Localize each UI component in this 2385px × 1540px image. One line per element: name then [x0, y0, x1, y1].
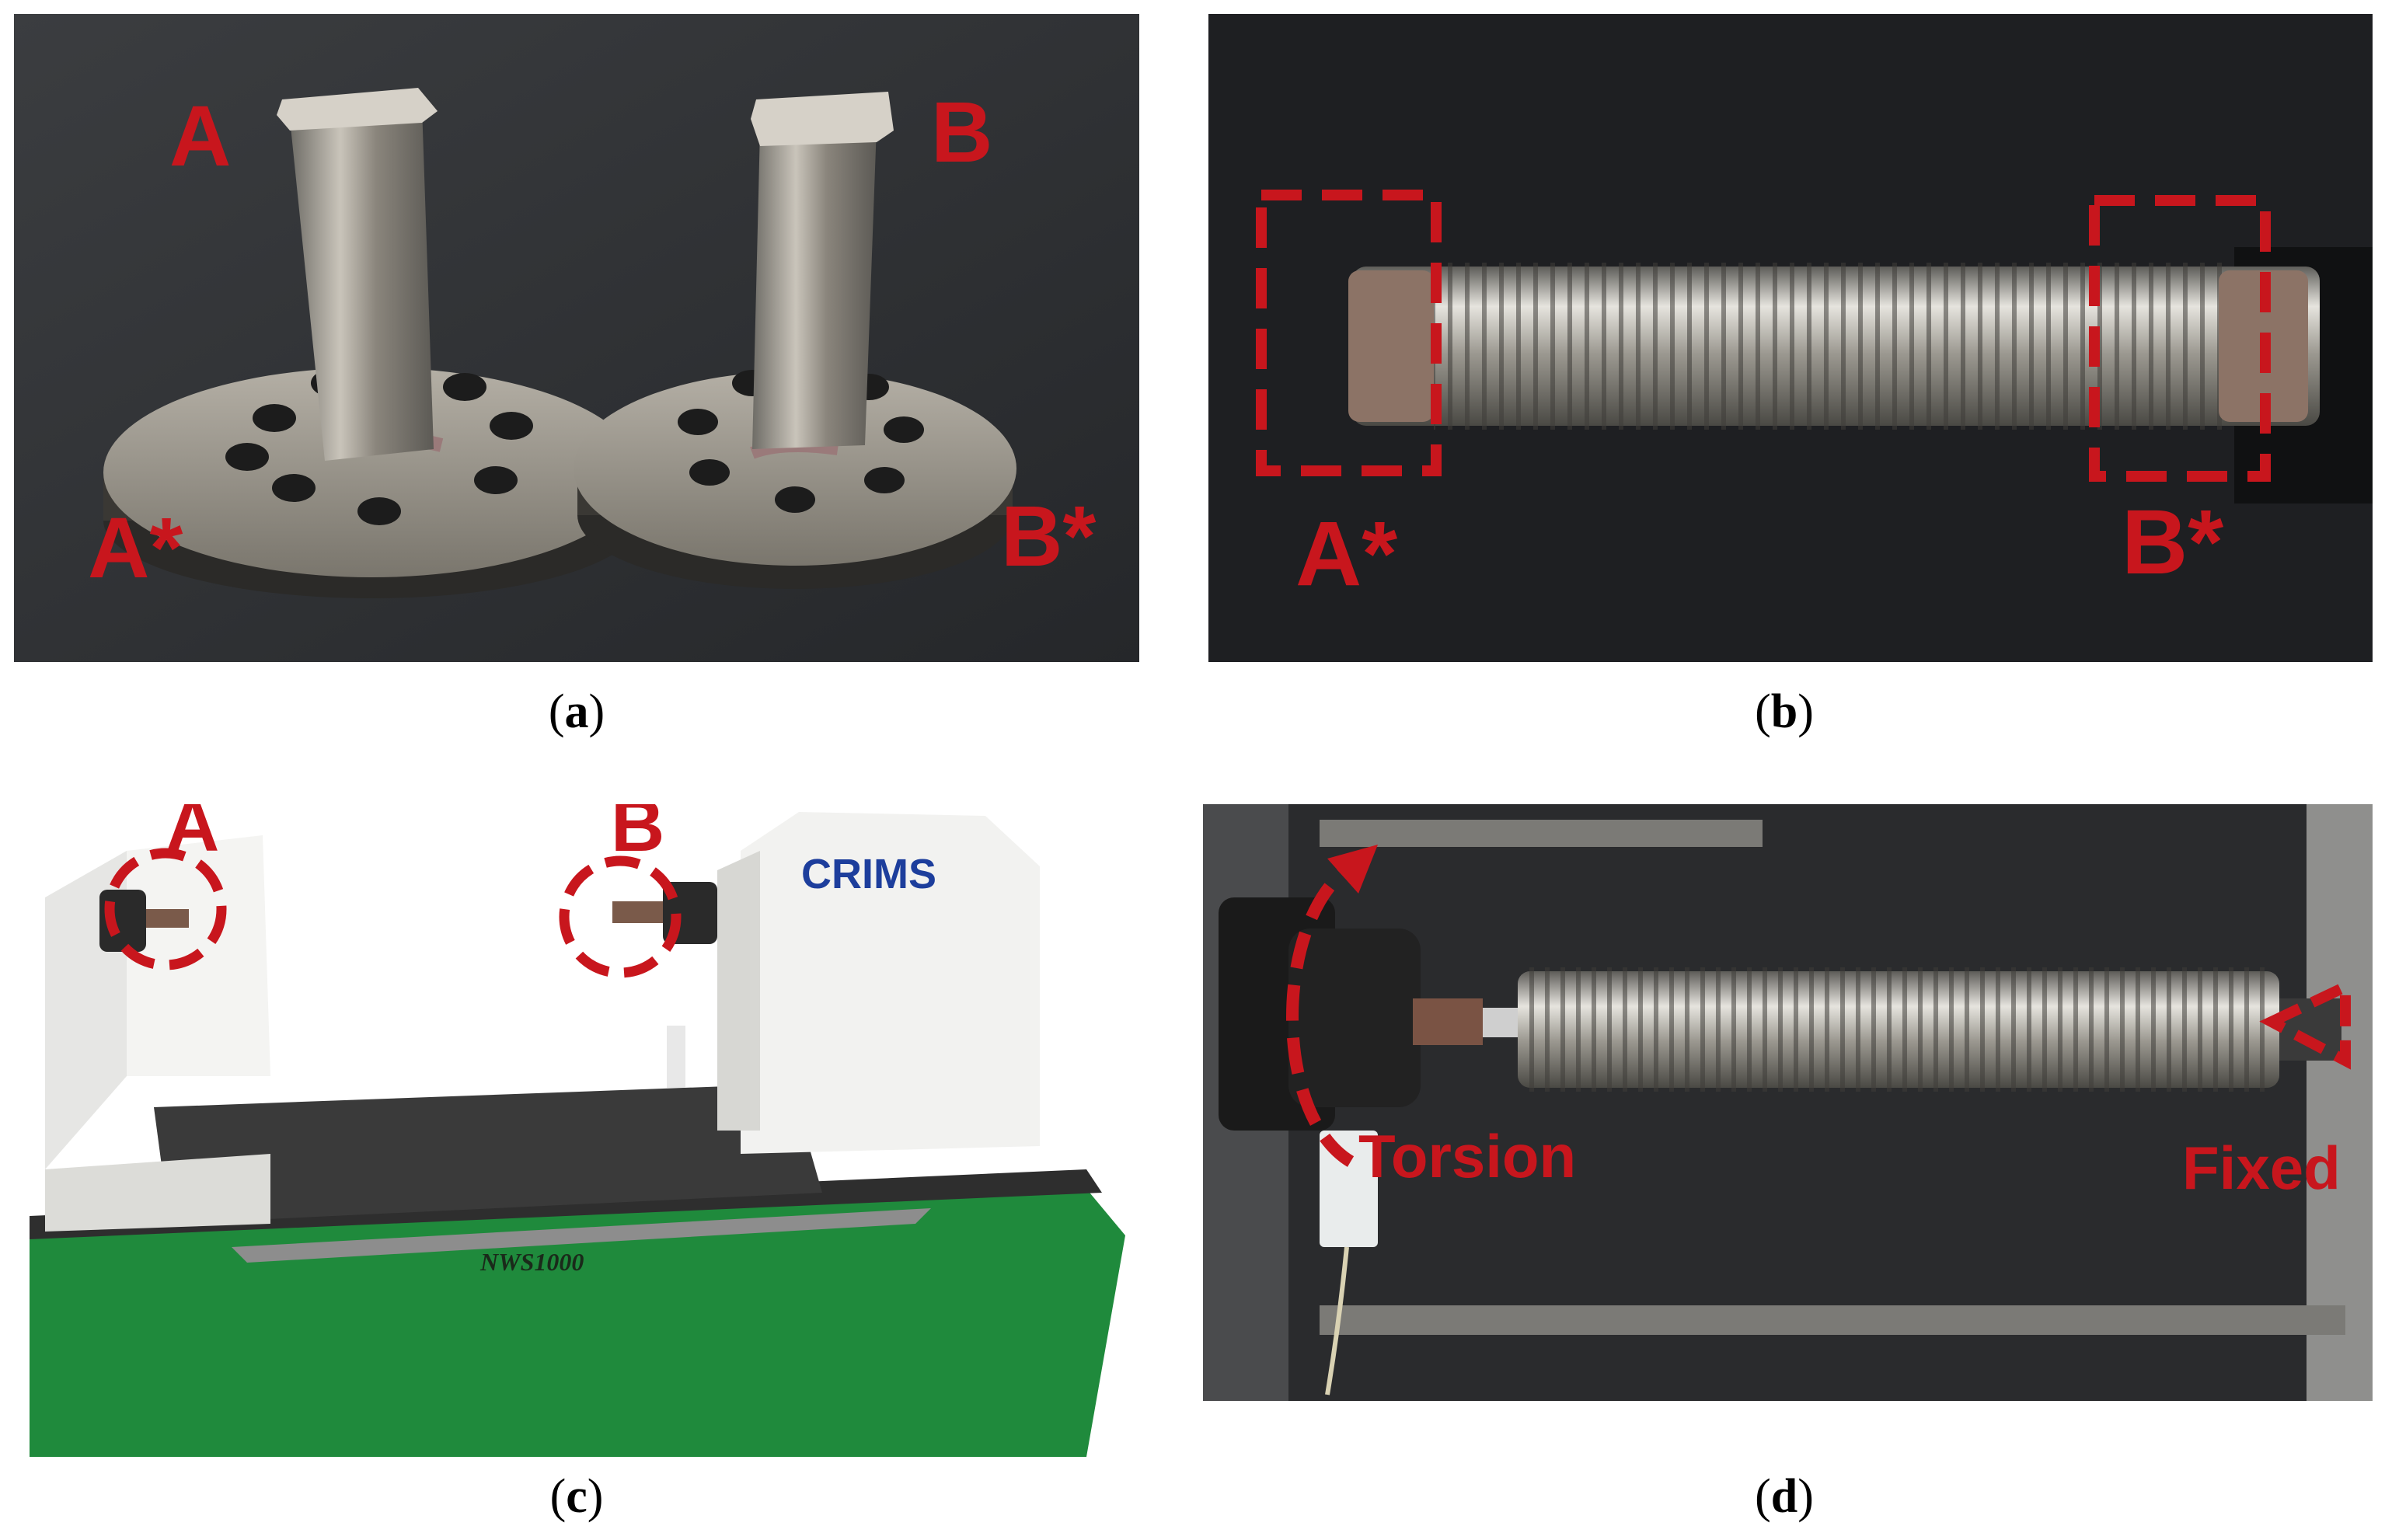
panel-b-photo: A* B*: [1208, 14, 2373, 662]
sensor-device: [1320, 1131, 1378, 1247]
label-b: B: [611, 804, 664, 867]
label-b: B: [931, 85, 992, 180]
left-head: [45, 835, 270, 1232]
hex-bar-right: [751, 92, 894, 449]
label-b-star: B*: [2122, 491, 2223, 594]
dashed-circle-b: [559, 855, 682, 978]
hex-bar-left: [277, 88, 438, 461]
label-a: A: [169, 89, 231, 184]
panel-a-photo: A B A* B*: [14, 14, 1139, 662]
caption-b: (b): [1755, 685, 1814, 738]
caption-d: (d): [1755, 1470, 1814, 1523]
flange-disk-right: [574, 370, 1016, 589]
panel-d-photo: Torsion Fixed: [1203, 804, 2373, 1401]
label-a: A: [166, 804, 219, 867]
label-fixed: Fixed: [2182, 1134, 2341, 1202]
panel-c-photo: CRIMS NWS1000 A B: [14, 804, 1139, 1457]
label-b-star: B*: [1001, 489, 1096, 584]
label-torsion: Torsion: [1358, 1122, 1576, 1190]
caption-a: (a): [548, 685, 605, 738]
torsion-arrow-head: [1327, 845, 1378, 894]
right-head: [612, 812, 1040, 1154]
dashed-circle-a: [104, 848, 227, 970]
machine-bed: [154, 1084, 822, 1224]
rail-top: [1320, 820, 1763, 847]
label-a-star: A*: [88, 500, 183, 596]
fixed-marker: [2259, 977, 2351, 1070]
brand-label: CRIMS: [801, 851, 936, 897]
rail-bottom: [1320, 1305, 2345, 1335]
label-a-star: A*: [1295, 503, 1397, 605]
dashed-box-b-star: [2089, 195, 2271, 482]
bellows-specimen: [1348, 263, 2320, 430]
torsion-arrow-arc: [1286, 861, 1355, 1167]
bellows-specimen: [1518, 967, 2279, 1092]
sensor-cable: [1325, 1246, 1349, 1395]
dashed-box-a-star: [1256, 190, 1442, 476]
model-label: NWS1000: [479, 1248, 584, 1276]
caption-c: (c): [549, 1470, 604, 1523]
torsion-head: [1219, 897, 1518, 1131]
